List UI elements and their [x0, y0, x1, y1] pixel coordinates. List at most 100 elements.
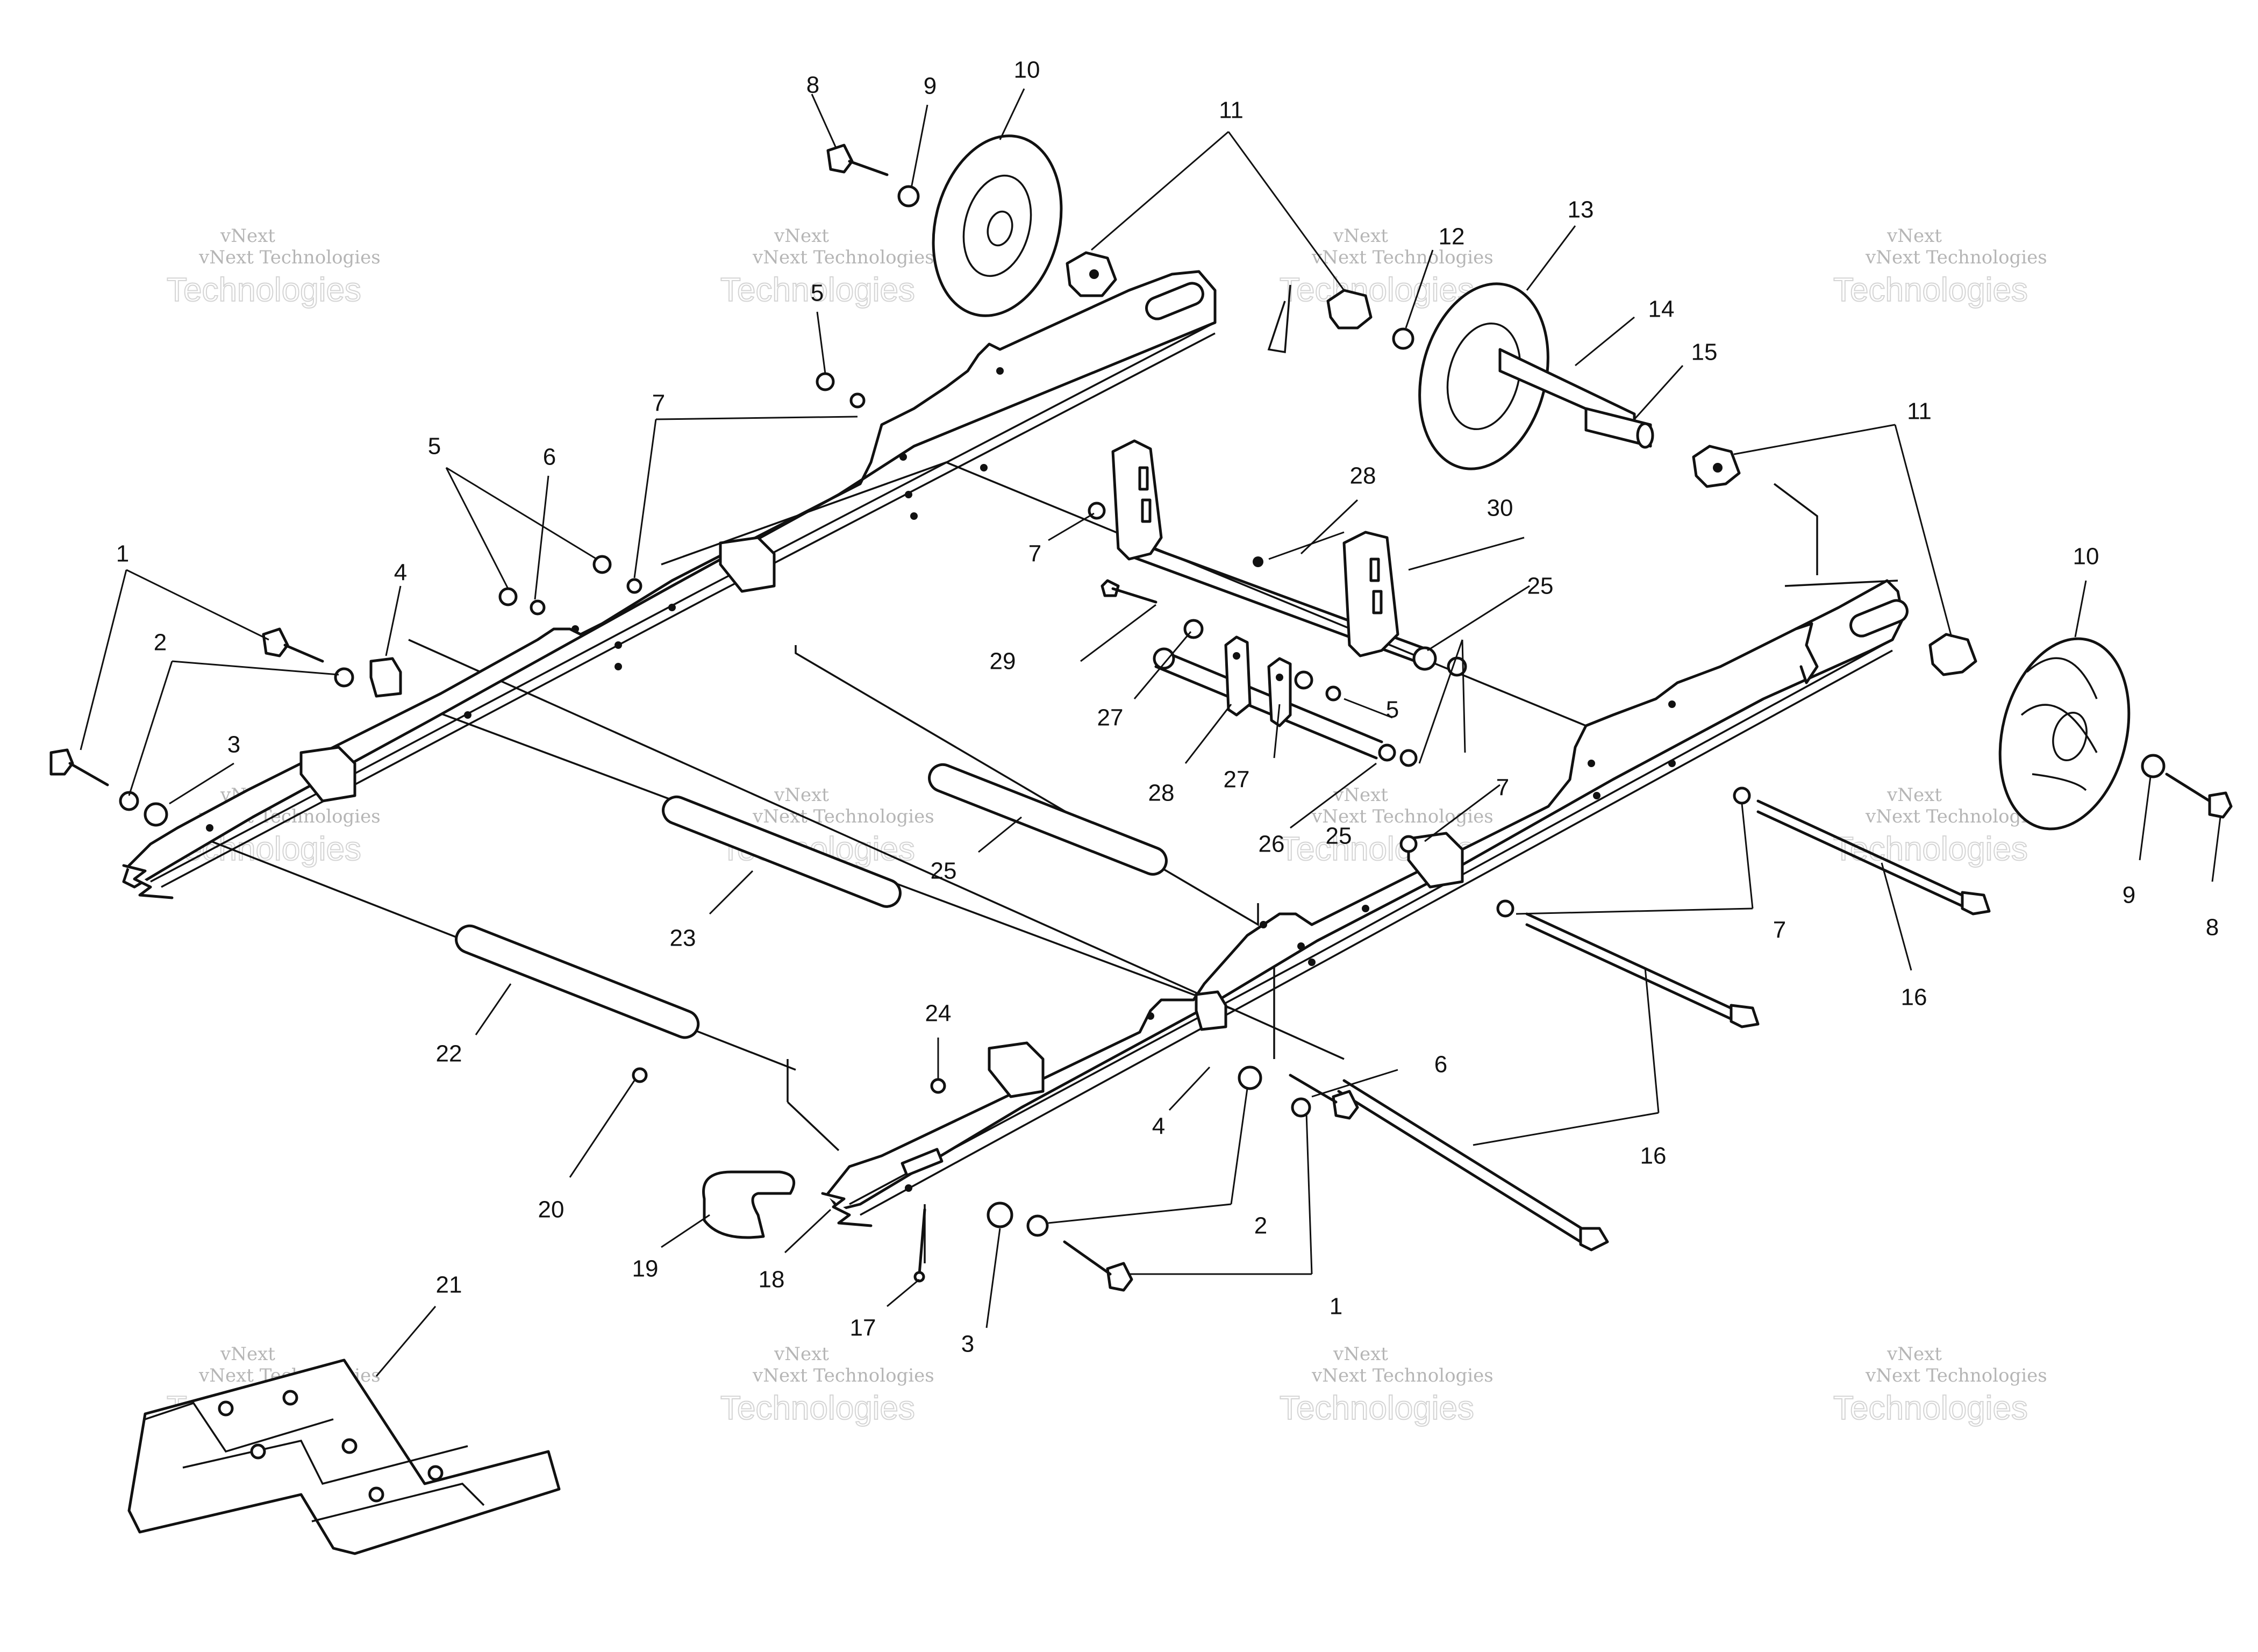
- leader: [80, 569, 127, 750]
- left-rail-body: [122, 270, 1217, 889]
- callout-7: 7: [1028, 541, 1041, 567]
- mount-4a: [369, 657, 402, 698]
- leader: [1516, 907, 1753, 915]
- shaft-end: [1412, 646, 1437, 671]
- fasteners: [119, 185, 2166, 1237]
- bolt-1a-head: [49, 748, 74, 776]
- washer: [119, 791, 139, 811]
- leader: [1080, 604, 1156, 662]
- lower-pivot-shaft-edge: [1154, 665, 1378, 760]
- callout-7: 7: [1496, 775, 1509, 801]
- track-body: [127, 1358, 561, 1555]
- wheel-hub-ring: [1446, 322, 1521, 431]
- washer: [626, 578, 642, 594]
- washer: [530, 599, 546, 616]
- svg-text:vNext Technologies: vNext Technologies: [752, 247, 934, 268]
- callout-20: 20: [538, 1197, 564, 1223]
- washer: [334, 667, 354, 688]
- svg-text:Technologies: Technologies: [720, 1390, 915, 1427]
- shaft-body: [455, 924, 700, 1039]
- track-clip: [218, 1400, 234, 1417]
- rail-hole: [206, 824, 213, 832]
- leader: [1405, 249, 1434, 328]
- cap-20: [632, 1067, 648, 1083]
- watermarks: vNext vNext Technologies Technologies vN…: [166, 225, 2047, 1427]
- callout-1: 1: [116, 541, 129, 567]
- leader: [1273, 704, 1281, 759]
- svg-text:Technologies: Technologies: [167, 271, 361, 309]
- callout-27: 27: [1224, 767, 1250, 793]
- leader: [1633, 364, 1684, 420]
- callout-5: 5: [1386, 697, 1399, 723]
- leader: [1894, 424, 1953, 638]
- bracket-hole: [1233, 652, 1240, 660]
- callout-18: 18: [759, 1267, 785, 1293]
- wheel-hub-ring: [962, 174, 1032, 277]
- callout-7: 7: [652, 390, 665, 417]
- leader: [375, 1306, 437, 1377]
- leader: [816, 311, 826, 374]
- cross-shaft-23: [662, 795, 902, 908]
- svg-text:vNext: vNext: [1333, 225, 1388, 247]
- svg-text:Technologies: Technologies: [1280, 1390, 1474, 1427]
- leader: [569, 1080, 635, 1178]
- watermark: vNext vNext Technologies Technologies: [720, 1343, 934, 1427]
- leader: [1290, 762, 1377, 829]
- rail-hole: [905, 1184, 912, 1192]
- leader: [1473, 1112, 1659, 1146]
- bolt-16a-shank-edge: [1756, 810, 1969, 910]
- cap-24: [930, 1078, 946, 1094]
- leader: [385, 585, 402, 656]
- leader: [1168, 1066, 1211, 1111]
- washer: [1392, 327, 1414, 350]
- wear-block: [988, 1041, 1045, 1098]
- bolt-1a-shank: [68, 762, 109, 786]
- svg-text:vNext: vNext: [774, 784, 829, 806]
- wheel-hub: [987, 210, 1013, 247]
- bolt-1d-shank: [1289, 1074, 1338, 1104]
- rail-hole: [1260, 921, 1267, 928]
- svg-text:Technologies: Technologies: [1280, 271, 1474, 309]
- leader: [1408, 537, 1525, 571]
- washer: [1026, 1214, 1049, 1237]
- callout-4: 4: [394, 560, 407, 586]
- callout-12: 12: [1439, 224, 1465, 250]
- svg-text:vNext: vNext: [774, 225, 829, 247]
- axle-spacer-15: [1584, 407, 1652, 448]
- watermark: vNext vNext Technologies Technologies: [1279, 1343, 1494, 1427]
- bolt-16c-shank: [1342, 1079, 1588, 1233]
- right-rail-edge: [860, 649, 1893, 1216]
- svg-text:vNext: vNext: [220, 1343, 275, 1365]
- rail-hole: [1308, 959, 1316, 966]
- washer: [1399, 835, 1418, 853]
- washer: [144, 802, 168, 827]
- leader-lines: [80, 88, 2221, 1377]
- bracket-27b: [1267, 657, 1292, 727]
- rail-hole: [899, 453, 907, 461]
- bolt-8b-head: [2208, 791, 2233, 819]
- leader: [1461, 639, 1466, 753]
- svg-text:vNext Technologies: vNext Technologies: [752, 806, 934, 827]
- washer: [1733, 786, 1751, 805]
- track-rib: [145, 1401, 334, 1453]
- bolt-17-head: [913, 1271, 925, 1283]
- rail-hole: [980, 464, 988, 471]
- callout-17: 17: [850, 1315, 876, 1341]
- bolt-8a-shank: [848, 160, 889, 176]
- assembly-line: [1773, 483, 1818, 575]
- svg-text:vNext Technologies: vNext Technologies: [752, 1365, 934, 1386]
- wheel-spoke: [2026, 657, 2098, 699]
- rail-hole: [1588, 760, 1595, 767]
- leader: [999, 88, 1025, 140]
- callout-14: 14: [1648, 296, 1675, 323]
- leader: [169, 762, 234, 805]
- arm-slot: [1369, 557, 1380, 582]
- rail-hole: [1297, 942, 1305, 950]
- callout-19: 19: [632, 1256, 659, 1282]
- leader: [1048, 512, 1095, 541]
- bolt-1c-head: [1106, 1262, 1133, 1292]
- arm-slot: [1372, 590, 1383, 614]
- track-clip: [341, 1438, 358, 1454]
- rail-hole: [1362, 905, 1369, 912]
- leader: [172, 660, 339, 676]
